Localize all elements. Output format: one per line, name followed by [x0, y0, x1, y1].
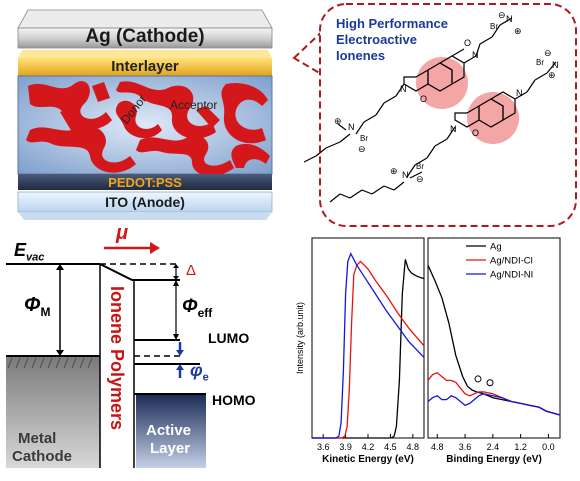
active-label-line-2: Layer: [150, 440, 191, 457]
ionene-callout: High Performance Electroactive Ionenes N…: [286, 0, 580, 230]
onset-marker-2: [486, 379, 494, 387]
chart-0-tick-label: 3.6: [317, 442, 330, 452]
phi-eff-subscript: eff: [197, 305, 213, 320]
interlayer-label: Interlayer: [111, 58, 179, 75]
chart-0-xlabel: Kinetic Energy (eV): [322, 454, 414, 465]
pedot-layer: [18, 174, 272, 190]
phi-eff-symbol: Φ: [182, 296, 198, 317]
atom-n-right: N: [552, 60, 559, 70]
atom-n-ndi1b: N: [400, 84, 407, 94]
atom-plus-right: ⊕: [548, 70, 556, 80]
ito-bottom-face: [18, 212, 272, 220]
energy-diagram: Evac μ ΦM Δ Φeff LUMO φe HOMO Ionene Pol…: [0, 222, 290, 476]
callout-title-line-1: High Performance: [336, 16, 448, 31]
chart-0-ylabel: Intensity (arb.unit): [295, 302, 305, 374]
legend-label-0: Ag: [490, 242, 502, 253]
atom-br-top: Br: [490, 22, 498, 31]
metal-label-line-2: Cathode: [12, 448, 72, 465]
phi-e-subscript: e: [202, 371, 209, 384]
atom-minus-left: ⊖: [358, 144, 366, 154]
atom-minus-top: ⊖: [498, 10, 506, 20]
chart-1-tick-label: 4.8: [431, 442, 444, 452]
atom-br-bottom: Br: [416, 162, 424, 171]
chart-1-tick-label: 1.2: [514, 442, 527, 452]
atom-n-ndi2b: N: [450, 124, 457, 134]
chart-0-tick-label: 4.2: [362, 442, 375, 452]
atom-o-ndi2: O: [472, 128, 480, 138]
chart-1-frame: [427, 237, 561, 439]
interlayer-layer: [18, 58, 272, 76]
phi-m-subscript: M: [40, 305, 51, 319]
atom-plus-left: ⊕: [334, 116, 342, 126]
atom-n-bottom: N: [402, 170, 409, 180]
mu-label: μ: [116, 222, 129, 244]
pedot-label: PEDOT:PSS: [108, 175, 182, 190]
delta-label: Δ: [186, 262, 197, 279]
metal-block: [6, 356, 100, 468]
homo-label: HOMO: [212, 392, 256, 408]
energy-diagram-svg: [6, 242, 206, 468]
active-block: [136, 394, 206, 468]
chart-1-xlabel: Binding Energy (eV): [446, 454, 542, 465]
callout-svg: [292, 3, 577, 227]
atom-minus-bottom: ⊖: [416, 174, 424, 184]
callout-title-line-3: Ionenes: [336, 48, 386, 63]
atom-n-left: N: [348, 122, 355, 132]
onset-marker-1: [474, 375, 482, 383]
atom-n-top: N: [506, 14, 513, 24]
acceptor-label: Acceptor: [170, 98, 218, 112]
atom-n-ndi2: N: [516, 88, 523, 98]
atom-br-right: Br: [536, 58, 544, 67]
atom-o-ndi1b: O: [420, 94, 428, 104]
callout-box: [319, 3, 577, 227]
metal-label-line-1: Metal: [18, 430, 57, 447]
legend-label-1: Ag/NDI-Cl: [490, 256, 533, 267]
cathode-label: Ag (Cathode): [85, 26, 205, 47]
chart-1-tick-label: 0.0: [542, 442, 555, 452]
chart-0-tick-label: 3.9: [339, 442, 352, 452]
evac-symbol: E: [14, 240, 27, 260]
atom-n-ndi1: N: [472, 50, 479, 60]
chart-1-series-ag-ndi-cl: [427, 371, 561, 416]
chart-0-tick-label: 4.5: [384, 442, 397, 452]
device-stack: Ag (Cathode) Interlayer Donor Acceptor P…: [0, 0, 290, 225]
phi-e-label: φe: [190, 360, 209, 384]
ito-label: ITO (Anode): [105, 194, 185, 210]
chart-1-series-ag: [427, 264, 561, 416]
atom-plus-bottom: ⊕: [390, 166, 398, 176]
chart-0-frame: [311, 237, 425, 439]
atom-plus-top: ⊕: [514, 26, 522, 36]
phi-m-label: ΦM: [24, 294, 50, 319]
atom-o-ndi1a: O: [464, 38, 472, 48]
chart-0-tick-label: 4.8: [407, 442, 420, 452]
chart-1-tick-label: 3.6: [459, 442, 472, 452]
atom-minus-right: ⊖: [544, 48, 552, 58]
interlayer-top-face: [18, 50, 272, 58]
phi-m-symbol: Φ: [24, 294, 41, 316]
chart-0-series-ag-ndi-ni: [312, 252, 425, 439]
evac-subscript: vac: [26, 251, 45, 264]
donor-network: [26, 81, 270, 176]
chart-1-tick-label: 2.4: [487, 442, 500, 452]
chart-0-series-ag: [312, 259, 425, 439]
callout-title-line-2: Electroactive: [336, 32, 417, 47]
phi-eff-label: Φeff: [182, 296, 212, 320]
legend-label-2: Ag/NDI-NI: [490, 270, 533, 281]
metal-hatch: [7, 357, 93, 369]
ionene-polymer-label: Ionene Polymers: [107, 286, 127, 431]
ionene-structure: [303, 17, 557, 203]
chart-0-series-ag-ndi-cl: [312, 260, 425, 439]
phi-e-symbol: φ: [190, 360, 203, 380]
chart-1-series-ag-ndi-ni: [427, 393, 561, 416]
cathode-layer: [17, 27, 273, 49]
lumo-label: LUMO: [208, 330, 250, 346]
active-label-line-1: Active: [146, 422, 192, 439]
device-stack-svg: [17, 9, 273, 220]
atom-br-left: Br: [360, 134, 368, 143]
evac-label: Evac: [14, 240, 44, 264]
